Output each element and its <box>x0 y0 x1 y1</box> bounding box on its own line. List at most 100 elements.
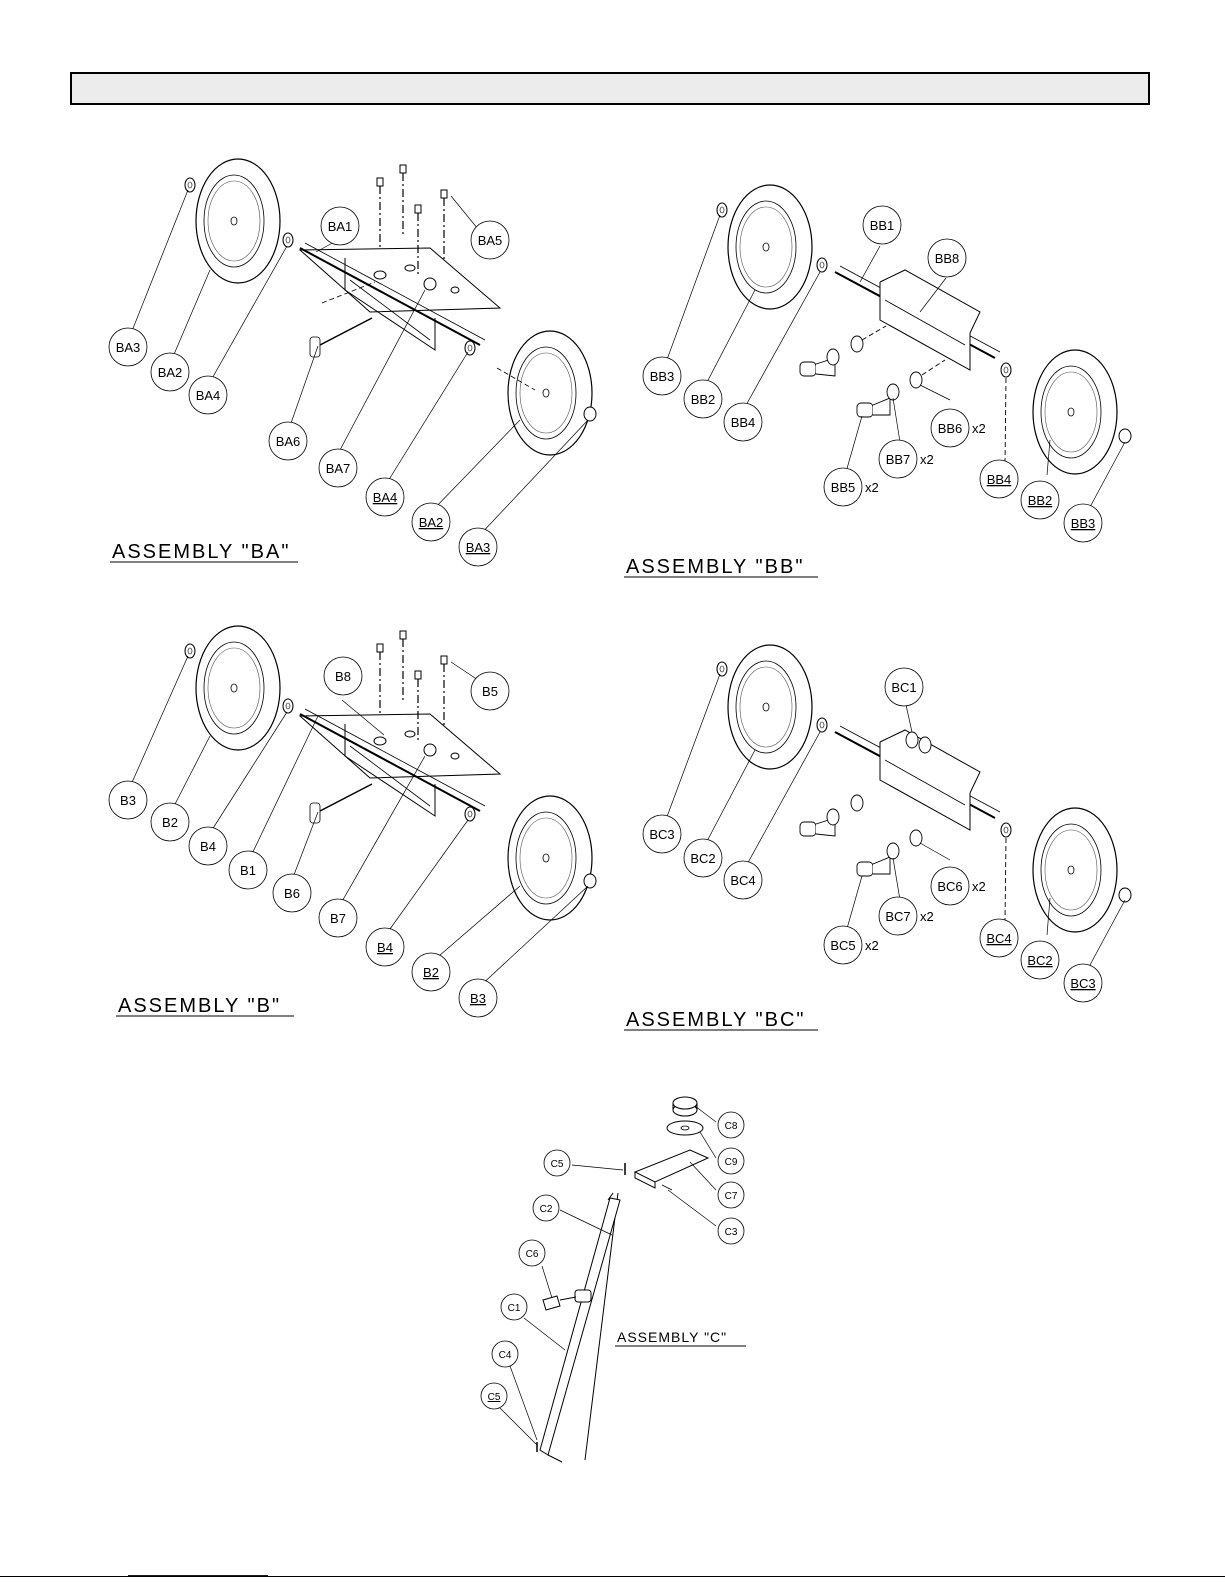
svg-text:BC7: BC7 <box>885 909 910 924</box>
svg-text:C5: C5 <box>551 1159 564 1170</box>
svg-text:BB3: BB3 <box>650 369 675 384</box>
callout-bb6: BB6 <box>931 409 969 447</box>
svg-text:BC4: BC4 <box>986 931 1011 946</box>
svg-text:BB3: BB3 <box>1071 516 1096 531</box>
svg-text:BA3: BA3 <box>466 540 491 555</box>
svg-text:BA2: BA2 <box>158 365 183 380</box>
assembly-c-drawing <box>500 1097 716 1462</box>
caption-assembly-c: ASSEMBLY "C" <box>617 1329 727 1345</box>
callout-b1: B1 <box>229 851 267 889</box>
callout-bc3-b: BC3 <box>1064 964 1102 1002</box>
callout-b5: B5 <box>471 672 509 710</box>
callout-bb4-b: BB4 <box>980 460 1018 498</box>
footer-rule <box>0 1576 1225 1577</box>
callout-c8: C8 <box>718 1112 744 1138</box>
callout-bc2-b: BC2 <box>1021 941 1059 979</box>
callout-b7: B7 <box>319 899 357 937</box>
svg-text:B8: B8 <box>335 669 351 684</box>
svg-text:BB1: BB1 <box>870 218 895 233</box>
svg-text:B4: B4 <box>377 940 393 955</box>
qty-bb7: x2 <box>920 452 934 467</box>
callout-b4-b: B4 <box>366 928 404 966</box>
caption-assembly-bb: ASSEMBLY "BB" <box>626 556 804 578</box>
callout-bc6: BC6 <box>931 867 969 905</box>
callout-bb4: BB4 <box>724 403 762 441</box>
callout-c6: C6 <box>519 1240 545 1266</box>
callout-c9: C9 <box>718 1148 744 1174</box>
svg-text:B3: B3 <box>120 793 136 808</box>
svg-text:C3: C3 <box>725 1227 738 1238</box>
svg-text:C1: C1 <box>508 1303 521 1314</box>
svg-text:BB8: BB8 <box>935 251 960 266</box>
svg-text:BA5: BA5 <box>478 233 503 248</box>
qty-bc5: x2 <box>865 938 879 953</box>
svg-text:BA7: BA7 <box>326 461 351 476</box>
svg-text:B4: B4 <box>200 839 216 854</box>
footer-link[interactable] <box>128 1575 268 1576</box>
callout-bb7: BB7 <box>879 440 917 478</box>
callout-bc4-b: BC4 <box>980 919 1018 957</box>
svg-text:BC3: BC3 <box>1070 976 1095 991</box>
qty-bb6: x2 <box>972 421 986 436</box>
qty-bc6: x2 <box>972 879 986 894</box>
callout-bc2: BC2 <box>684 839 722 877</box>
callout-bc7: BC7 <box>879 897 917 935</box>
callout-ba3: BA3 <box>109 328 147 366</box>
callout-ba4: BA4 <box>189 376 227 414</box>
callout-bc4: BC4 <box>724 861 762 899</box>
svg-text:BC6: BC6 <box>937 879 962 894</box>
callout-bb2-b: BB2 <box>1021 481 1059 519</box>
svg-text:B2: B2 <box>423 965 439 980</box>
callout-bb3: BB3 <box>643 357 681 395</box>
callout-bb3-b: BB3 <box>1064 504 1102 542</box>
svg-text:BA3: BA3 <box>116 340 141 355</box>
svg-text:BA1: BA1 <box>328 219 353 234</box>
svg-text:BA4: BA4 <box>196 388 221 403</box>
callout-c2: C2 <box>533 1195 559 1221</box>
svg-text:BB2: BB2 <box>1028 493 1053 508</box>
assembly-ba-drawing <box>130 159 596 537</box>
svg-text:B7: B7 <box>330 911 346 926</box>
svg-text:B6: B6 <box>284 886 300 901</box>
callout-bb5: BB5 <box>824 468 862 506</box>
svg-text:BC3: BC3 <box>649 827 674 842</box>
svg-text:BC5: BC5 <box>830 938 855 953</box>
svg-text:C6: C6 <box>526 1249 539 1260</box>
callout-b4: B4 <box>189 827 227 865</box>
svg-text:BA6: BA6 <box>276 434 301 449</box>
callout-b2: B2 <box>151 803 189 841</box>
qty-bb5: x2 <box>865 480 879 495</box>
svg-text:B5: B5 <box>482 684 498 699</box>
svg-text:BB6: BB6 <box>938 421 963 436</box>
assembly-b-drawing <box>130 626 596 988</box>
callout-c5: C5 <box>544 1150 570 1176</box>
callout-ba7: BA7 <box>319 449 357 487</box>
callout-b3-b: B3 <box>459 979 497 1017</box>
callout-bc3: BC3 <box>643 815 681 853</box>
svg-text:BC1: BC1 <box>891 680 916 695</box>
callout-b3: B3 <box>109 781 147 819</box>
callout-c4: C4 <box>492 1341 518 1367</box>
callout-b8: B8 <box>324 657 362 695</box>
svg-text:C2: C2 <box>540 1204 553 1215</box>
svg-text:B1: B1 <box>240 863 256 878</box>
callout-b2-b: B2 <box>412 953 450 991</box>
svg-text:BC4: BC4 <box>730 873 755 888</box>
svg-text:BA4: BA4 <box>373 490 398 505</box>
callout-c1: C1 <box>501 1294 527 1320</box>
callout-bb2: BB2 <box>684 380 722 418</box>
svg-text:B3: B3 <box>470 991 486 1006</box>
callout-ba4-b: BA4 <box>366 478 404 516</box>
callout-bc5: BC5 <box>824 926 862 964</box>
svg-text:C4: C4 <box>499 1350 512 1361</box>
qty-bc7: x2 <box>920 909 934 924</box>
callout-ba2-b: BA2 <box>412 503 450 541</box>
callout-c3: C3 <box>718 1218 744 1244</box>
callout-c7: C7 <box>718 1182 744 1208</box>
callout-bb1: BB1 <box>863 206 901 244</box>
svg-text:BB4: BB4 <box>987 472 1012 487</box>
svg-text:C5: C5 <box>488 1392 501 1403</box>
svg-text:C7: C7 <box>725 1191 738 1202</box>
callout-bc1: BC1 <box>885 668 923 706</box>
